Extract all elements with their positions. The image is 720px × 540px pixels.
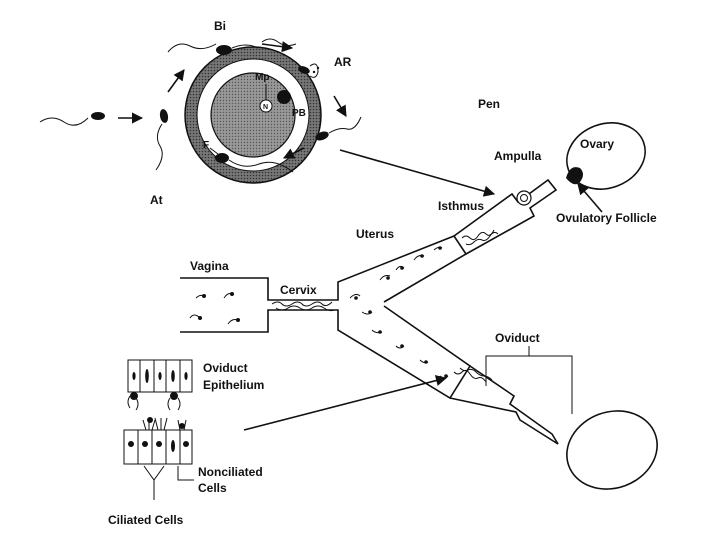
label-f: F <box>203 140 209 151</box>
label-vagina: Vagina <box>190 259 229 273</box>
f-pointer <box>209 147 219 155</box>
sperm-acrosome-reacted <box>261 38 320 78</box>
tract-outline-upper <box>180 235 468 303</box>
epithelium-row-upper <box>127 359 193 411</box>
label-ovary: Ovary <box>580 137 614 151</box>
label-nucleus: N <box>263 104 268 111</box>
label-pb: PB <box>292 108 306 119</box>
sperm-uterus <box>349 246 449 379</box>
sperm-isthmus-upper <box>461 229 499 246</box>
sperm-binding <box>167 43 232 55</box>
epithelium-row-lower <box>123 417 193 465</box>
lower-oviduct <box>449 365 559 445</box>
sperm-attached <box>155 109 169 171</box>
label-cervix: Cervix <box>280 283 317 297</box>
label-oviduct-epithelium-1: Oviduct <box>203 361 248 375</box>
tract-outline-lower <box>180 305 472 400</box>
arrow-ar-to-pen <box>333 95 347 117</box>
label-oviduct-epithelium-2: Epithelium <box>203 378 264 392</box>
upper-oviduct <box>453 178 558 255</box>
arrow-follicle <box>577 183 603 213</box>
ovulatory-follicle-shape <box>566 167 583 185</box>
oocyte <box>210 72 296 158</box>
sperm-isthmus-lower <box>453 367 493 383</box>
oviduct-epithelium-inset: Oviduct Epithelium Nonciliated Cells Cil… <box>108 359 264 527</box>
arrow-pen-to-fuse <box>282 147 305 159</box>
label-ampulla: Ampulla <box>494 149 542 163</box>
label-nonciliated-2: Cells <box>198 481 227 495</box>
arrow-epithelium-to-isthmus <box>243 375 448 431</box>
label-ar: AR <box>334 55 352 69</box>
label-ovulatory-follicle: Ovulatory Follicle <box>556 211 657 225</box>
nonciliated-pointer <box>177 466 194 481</box>
sperm-approaching <box>39 112 105 126</box>
label-at: At <box>150 193 163 207</box>
arrow-to-bind <box>167 69 185 93</box>
label-bi: Bi <box>214 19 226 33</box>
label-mp: Mp <box>255 72 269 83</box>
oocyte-in-oviduct <box>516 190 532 206</box>
label-ciliated: Ciliated Cells <box>108 513 184 527</box>
label-isthmus: Isthmus <box>438 199 484 213</box>
sperm-penetrating <box>315 116 362 141</box>
label-nonciliated-1: Nonciliated <box>198 465 263 479</box>
label-pen: Pen <box>478 97 500 111</box>
ciliated-pointer <box>143 465 165 500</box>
reproductive-tract <box>180 122 658 490</box>
sperm-binding-2-tail <box>231 44 259 49</box>
sperm-fusing <box>215 153 294 173</box>
sperm-cervix <box>271 301 335 312</box>
ovary-upper <box>566 122 646 190</box>
egg-fertilization-inset: N <box>39 19 500 207</box>
sperm-vagina <box>189 292 240 325</box>
arrow-bind-to-ar <box>261 41 294 53</box>
arrow-inset-to-ampulla <box>339 149 496 197</box>
label-oviduct: Oviduct <box>495 331 540 345</box>
ovary-lower <box>566 410 658 490</box>
polar-body <box>277 90 291 104</box>
label-uterus: Uterus <box>356 227 394 241</box>
